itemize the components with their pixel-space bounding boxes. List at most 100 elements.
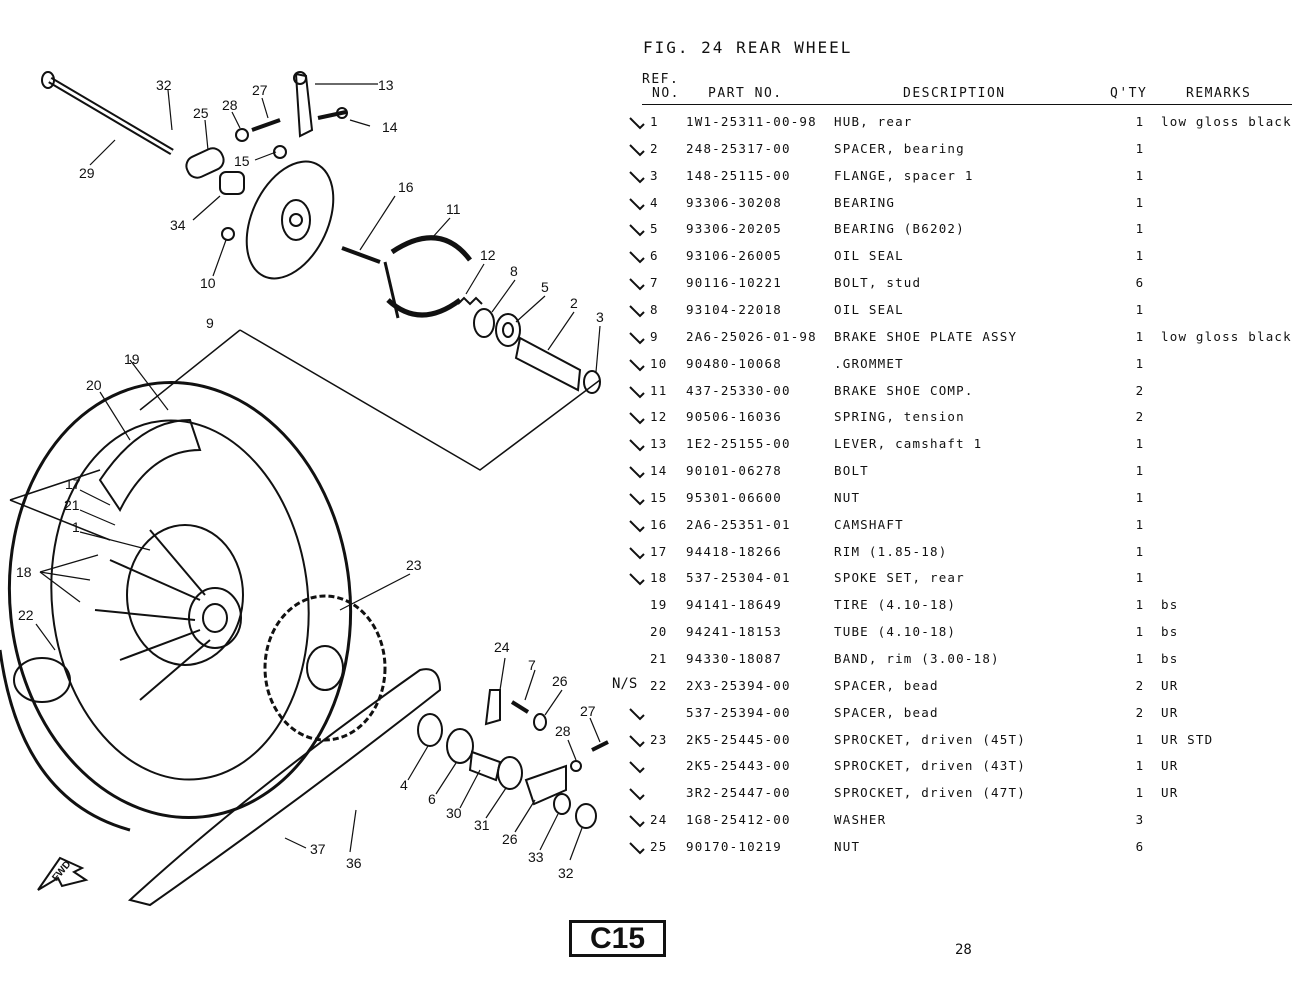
part-number-cell: 248-25317-00 [686,141,791,156]
part-number-cell: 537-25394-00 [686,705,791,720]
description-cell: BRAKE SHOE COMP. [834,383,974,398]
ref-cell: 21 [650,651,668,666]
part-number-cell: 2X3-25394-00 [686,678,791,693]
quantity-cell: 1 [1135,651,1145,666]
checkmark-icon [628,785,648,803]
description-cell: .GROMMET [834,356,904,371]
checkmark-icon [628,168,648,186]
checkmark-icon [628,732,648,750]
col-description: DESCRIPTION [903,86,1006,101]
callout-1: 1 [72,519,80,535]
callout-32: 29 [79,165,95,181]
description-cell: TIRE (4.10-18) [834,597,957,612]
description-cell: SPROCKET, driven (45T) [834,732,1026,747]
remarks-cell: UR [1161,705,1179,720]
description-cell: SPROCKET, driven (43T) [834,758,1026,773]
ref-cell: 6 [650,248,659,263]
ref-cell: 24 [650,812,668,827]
quantity-cell: 2 [1135,409,1145,424]
page-number: 28 [955,942,972,958]
part-number-cell: 90480-10068 [686,356,782,371]
description-cell: BAND, rim (3.00-18) [834,651,1000,666]
ref-cell: 19 [650,597,668,612]
ref-cell: 25 [650,839,668,854]
callout-27b: 27 [580,703,596,719]
hub [188,587,242,649]
remarks-cell: UR [1161,785,1179,800]
part-number-cell: 93306-20205 [686,221,782,236]
part-number-cell: 90101-06278 [686,463,782,478]
ref-cell: 5 [650,221,659,236]
description-cell: HUB, rear [834,114,913,129]
part-number-cell: 94241-18153 [686,624,782,639]
callout-29: 30 [446,805,462,821]
description-cell: OIL SEAL [834,302,904,317]
axle-part [41,71,174,156]
remarks-cell: low gloss black [1161,114,1292,129]
quantity-cell: 1 [1135,758,1145,773]
drive-chain [127,668,442,907]
quantity-cell: 1 [1135,195,1145,210]
callout-26: 25 [193,105,209,121]
description-cell: BOLT, stud [834,275,922,290]
callout-26b: 26 [502,831,518,847]
brake-shoe [390,235,472,262]
description-cell: LEVER, camshaft 1 [834,436,983,451]
part-number-cell: 93306-30208 [686,195,782,210]
callout-14: 14 [382,119,398,135]
handwritten-mark: N/S [612,676,638,692]
callout-18: 18 [16,564,32,580]
header-rule [642,104,1292,105]
part-number-cell: 94418-18266 [686,544,782,559]
remarks-cell: bs [1161,624,1179,639]
quantity-cell: 1 [1135,114,1145,129]
description-cell: FLANGE, spacer 1 [834,168,974,183]
part-number-cell: 2K5-25443-00 [686,758,791,773]
callout-13: 13 [378,77,394,93]
checkmark-icon [628,275,648,293]
description-cell: SPRING, tension [834,409,965,424]
checkmark-icon [628,436,648,454]
quantity-cell: 2 [1135,678,1145,693]
part-number-cell: 93106-26005 [686,248,782,263]
remarks-cell: UR [1161,678,1179,693]
checkmark-icon [628,705,648,723]
forward-arrow-icon: FWD [37,856,89,891]
callout-20: 20 [86,377,102,393]
description-cell: SPACER, bearing [834,141,965,156]
callout-24: 24 [494,639,510,655]
description-cell: NUT [834,490,861,505]
description-cell: BEARING (B6202) [834,221,965,236]
quantity-cell: 3 [1135,812,1145,827]
ref-cell: 13 [650,436,668,451]
callout-35: 32 [156,77,172,93]
callout-21: 21 [64,497,80,513]
callout-16: 16 [398,179,414,195]
checkmark-icon [628,758,648,776]
quantity-cell: 1 [1135,248,1145,263]
checkmark-icon [628,221,648,239]
ref-cell: 20 [650,624,668,639]
checkmark-icon [628,839,648,857]
col-qty: Q'TY [1110,86,1148,101]
col-part-no: PART NO. [708,86,783,101]
ref-cell: 17 [650,544,668,559]
quantity-cell: 1 [1135,356,1145,371]
checkmark-icon [628,409,648,427]
callout-7: 7 [528,657,536,673]
camshaft-lever [294,72,314,138]
description-cell: SPOKE SET, rear [834,570,965,585]
checkmark-icon [628,570,648,588]
